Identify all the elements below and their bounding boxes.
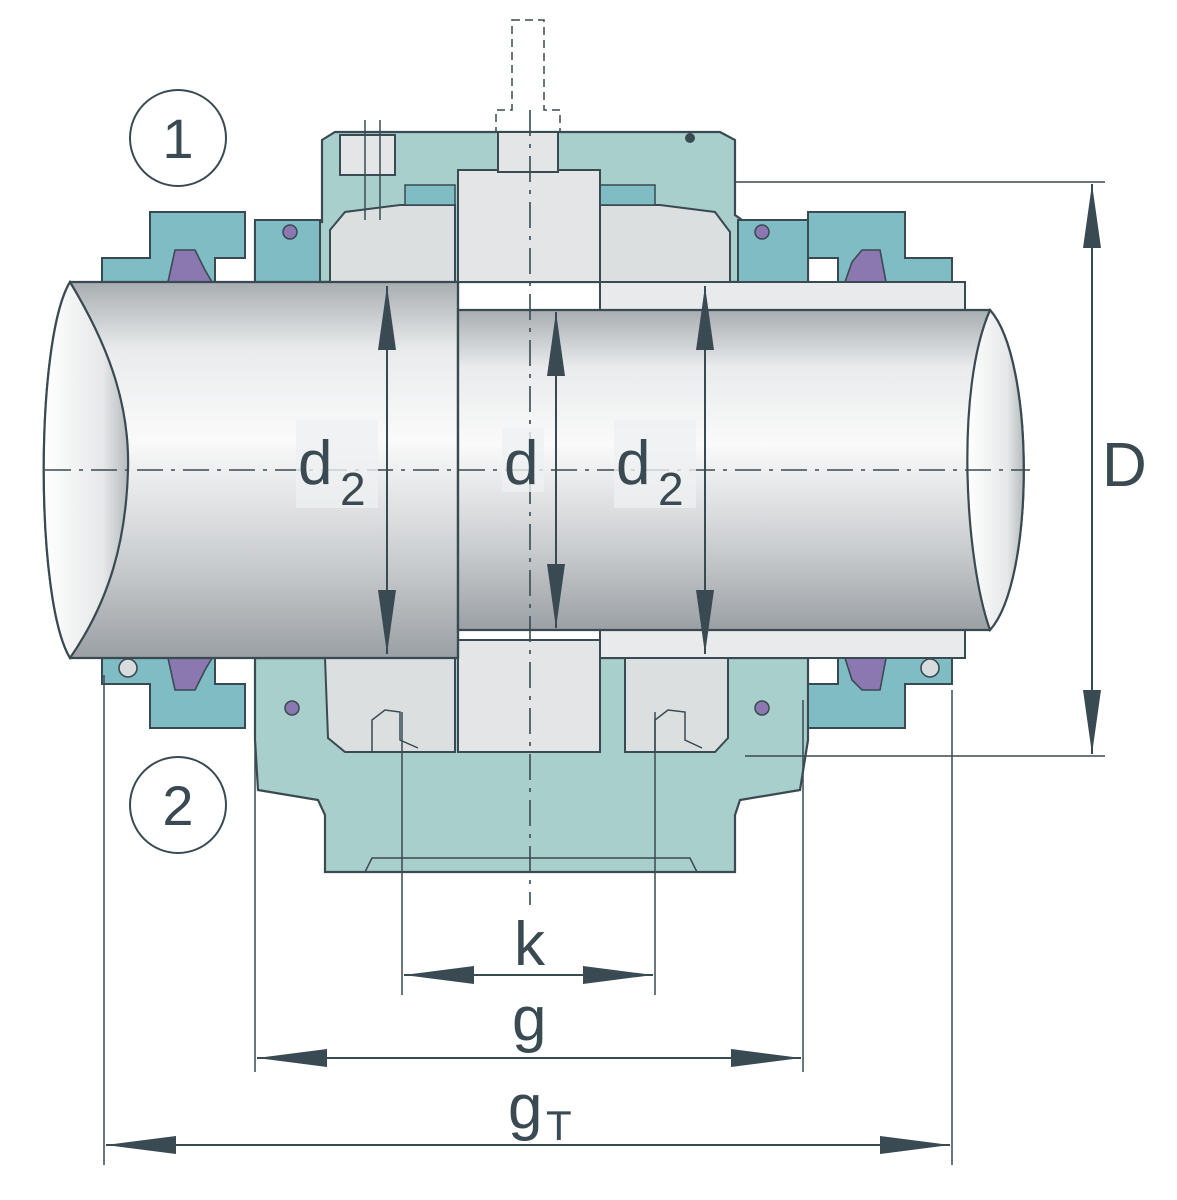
bearing-cage-upper-right (599, 184, 656, 206)
bearing-outer-ring-upper-left (329, 204, 456, 283)
label-k: k (514, 910, 546, 979)
label-d: d (504, 429, 538, 498)
seal-lower-right-oring (754, 700, 770, 716)
callout-2-circle (129, 756, 227, 854)
dim-d-arrow-bottom (547, 564, 565, 628)
dim-g-arrow-left (257, 1049, 327, 1067)
seal-upper-right-oring (754, 224, 770, 240)
seal-lower-left-oring (284, 700, 300, 716)
callout-2-label: 2 (162, 774, 193, 837)
seal-lower-right-ring (920, 658, 940, 678)
label-gT-sub: T (546, 1102, 572, 1149)
housing-dot (685, 133, 695, 143)
dim-d-arrow-top (547, 312, 565, 376)
seal-lower-right-outer (807, 657, 953, 729)
dim-D-arrow-top (1083, 184, 1101, 248)
seal-upper-right-inner (737, 219, 809, 283)
label-d-bg (502, 428, 544, 492)
adapter-sleeve-nut-upper (457, 169, 601, 283)
label-d2-right-bg (614, 420, 696, 508)
callout-1: 1 (129, 89, 227, 187)
adapter-sleeve-nut-lower (457, 639, 601, 753)
seal-lower-left-outer (101, 657, 246, 729)
label-gT: g (508, 1073, 542, 1142)
seal-upper-left-oring (282, 224, 298, 240)
dim-d2-left-arrow-bottom (378, 590, 396, 654)
label-d2-right-sub: 2 (658, 463, 684, 515)
bearing-internals (323, 169, 731, 753)
bolt-dashed (495, 19, 561, 133)
bearing-outer-ring-upper-right (599, 204, 731, 283)
dim-D-arrow-bottom (1083, 690, 1101, 754)
label-d2-left-bg (296, 420, 378, 508)
bearing-cage-upper-left (404, 184, 456, 206)
dimension-lines (103, 181, 1105, 1165)
dim-d2-right-arrow-bottom (696, 590, 714, 654)
bearing-outer-ring-lower-left (323, 657, 456, 753)
label-d2-left-sub: 2 (340, 463, 366, 515)
dim-d2-right-arrow-top (696, 286, 714, 350)
grease-nipple-left (339, 134, 396, 176)
callout-2: 2 (129, 756, 227, 854)
shaft-right-end-face (966, 307, 1025, 633)
grease-nipple-center (497, 131, 559, 173)
callout-1-circle (129, 89, 227, 187)
label-g: g (512, 985, 546, 1054)
fittings (339, 19, 561, 220)
label-d2-left: d (298, 429, 332, 498)
dim-gT-arrow-right (880, 1136, 950, 1154)
seal-lower-left-ring (118, 658, 138, 678)
housing-base-groove (364, 857, 698, 873)
dim-gT-arrow-left (106, 1136, 176, 1154)
label-D: D (1102, 431, 1147, 500)
dim-d2-left-arrow-top (378, 286, 396, 350)
dim-g-arrow-right (731, 1049, 801, 1067)
dim-k-arrow-left (404, 966, 474, 984)
lower-left-hook (371, 709, 419, 752)
dimension-labels: d 2 d d 2 D k g g T (296, 420, 1147, 1149)
dim-k-arrow-right (583, 966, 653, 984)
shaft-left-end-face (42, 279, 130, 661)
label-d2-right: d (616, 429, 650, 498)
bearing-outer-ring-lower-right (624, 657, 729, 753)
callout-1-label: 1 (162, 107, 193, 170)
